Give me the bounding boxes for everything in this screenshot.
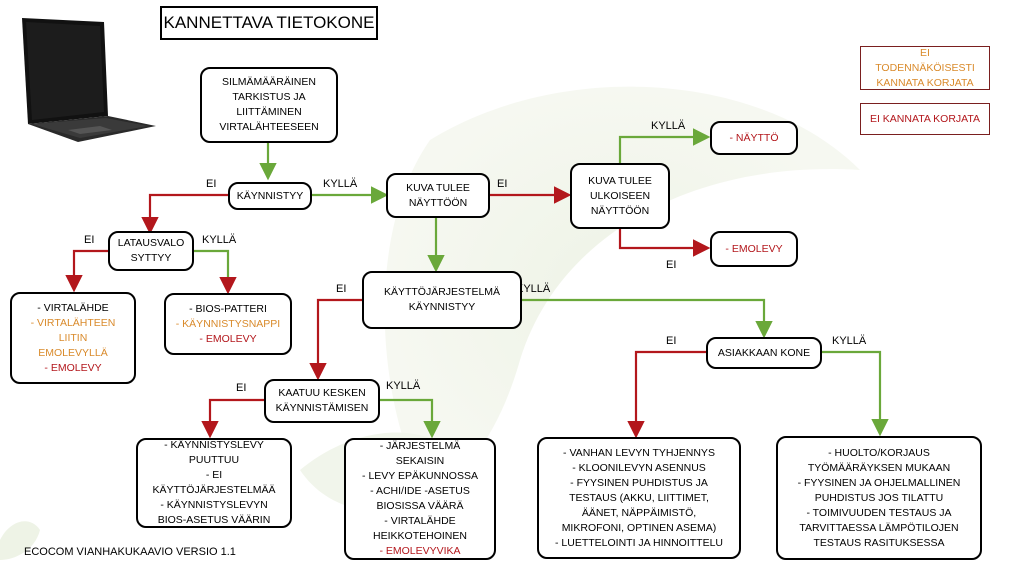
arrow-led-power: [65, 249, 108, 293]
arrow-crash-bootdisk: [201, 398, 264, 439]
node-text: KÄYTTÖJÄRJESTELMÄ KÄYNNISTYY: [383, 286, 501, 313]
node-service-steps: - HUOLTO/KORJAUS TYÖMÄÄRÄYKSEN MUKAAN - …: [776, 436, 982, 560]
label-yes: KYLLÄ: [386, 380, 421, 392]
arrow-crash-system: [380, 398, 441, 439]
list-item: - ACHI/IDE -ASETUS BIOSISSA VÄÄRÄ: [370, 485, 470, 512]
node-power-faults: - VIRTALÄHDE - VIRTALÄHTEEN LIITIN EMOLE…: [10, 292, 136, 384]
label-no: EI: [84, 234, 95, 246]
node-text: KUVA TULEE ULKOISEEN NÄYTTÖÖN: [588, 174, 652, 217]
node-text: KUVA TULEE NÄYTTÖÖN: [406, 181, 470, 209]
node-screen: - NÄYTTÖ: [710, 121, 798, 155]
node-text: KAATUU KESKEN KÄYNNISTÄMISEN: [275, 387, 369, 414]
list-item: - EMOLEVY: [199, 332, 257, 345]
footer-version: ECOCOM VIANHAKUKAAVIO VERSIO 1.1: [24, 546, 236, 558]
list-item: - EMOLEVYVIKA: [379, 545, 461, 557]
list-item: - BIOS-PATTERI: [189, 302, 267, 315]
label-no: EI: [666, 259, 677, 271]
list-item: - TOIMIVUUDEN TESTAUS JA TARVITTAESSA LÄ…: [799, 506, 959, 549]
node-customer-machine: ASIAKKAAN KONE: [706, 337, 822, 369]
list-item: - JÄRJESTELMÄ SEKAISIN: [379, 440, 461, 467]
page-title: KANNETTAVA TIETOKONE: [160, 6, 378, 40]
list-item: - KLOONILEVYN ASENNUS: [572, 461, 706, 474]
node-starts: KÄYNNISTYY: [228, 182, 312, 210]
laptop-image: [22, 18, 156, 142]
node-external-screen: KUVA TULEE ULKOISEEN NÄYTTÖÖN: [570, 163, 670, 229]
legend-orange: EI TODENNÄKÖISESTI KANNATA KORJATA: [860, 46, 990, 90]
list-item: - VANHAN LEVYN TYHJENNYS: [563, 446, 715, 459]
node-os-starts: KÄYTTÖJÄRJESTELMÄ KÄYNNISTYY: [362, 271, 522, 329]
node-motherboard-ext: - EMOLEVY: [710, 231, 798, 267]
label-yes: KYLLÄ: [651, 120, 686, 132]
list-item: - EI KÄYTTÖJÄRJESTELMÄÄ: [152, 469, 276, 496]
list-item: - FYYSINEN JA OHJELMALLINEN PUHDISTUS JO…: [797, 476, 961, 504]
label-yes: KYLLÄ: [832, 335, 867, 347]
node-bios-faults: - BIOS-PATTERI - KÄYNNISTYSNAPPI - EMOLE…: [164, 293, 292, 355]
node-text: - EMOLEVY: [725, 242, 783, 255]
label-no: EI: [497, 178, 508, 190]
label-no: EI: [336, 283, 347, 295]
list-item: - FYYSINEN PUHDISTUS JA TESTAUS (AKKU, L…: [561, 476, 717, 534]
node-text: SILMÄMÄÄRÄINEN TARKISTUS JA LIITTÄMINEN …: [219, 76, 319, 133]
node-refurbish-steps: - VANHAN LEVYN TYHJENNYS - KLOONILEVYN A…: [537, 437, 741, 559]
label-no: EI: [236, 382, 247, 394]
node-crash-on-boot: KAATUU KESKEN KÄYNNISTÄMISEN: [264, 379, 380, 423]
label-no: EI: [666, 335, 677, 347]
arrow-os-crash: [309, 298, 362, 381]
list-item: - KÄYNNISTYSLEVY PUUTTUU: [164, 439, 264, 466]
arrow-customer-refurb: [627, 350, 706, 439]
list-item: - VIRTALÄHDE: [37, 301, 109, 314]
legend-red: EI KANNATA KORJATA: [860, 103, 990, 135]
arrow-starts-led: [141, 193, 228, 235]
node-text: LATAUSVALO SYTTYY: [117, 237, 185, 264]
node-bootdisk-faults: - KÄYNNISTYSLEVY PUUTTUU - EI KÄYTTÖJÄRJ…: [136, 438, 292, 528]
label-yes: KYLLÄ: [323, 178, 358, 190]
arrow-external-screen: [618, 128, 711, 163]
list-item: - VIRTALÄHTEEN LIITIN EMOLEVYLLÄ: [30, 316, 116, 359]
label-yes: KYLLÄ: [516, 283, 551, 295]
list-item: - KÄYNNISTYSLEVYN BIOS-ASETUS VÄÄRIN: [157, 499, 271, 526]
list-item: - VIRTALÄHDE HEIKKOTEHOINEN: [373, 515, 467, 542]
node-system-faults: - JÄRJESTELMÄ SEKAISIN - LEVY EPÄKUNNOSS…: [344, 438, 496, 560]
list-item: - LUETTELOINTI JA HINNOITTELU: [554, 536, 724, 549]
list-item: - KÄYNNISTYSNAPPI: [175, 317, 281, 330]
node-charging-led: LATAUSVALO SYTTYY: [108, 231, 194, 271]
arrow-external-mobo: [618, 228, 711, 257]
node-text: KÄYNNISTYY: [236, 189, 304, 202]
arrow-os-customer: [522, 298, 773, 339]
list-item: - LEVY EPÄKUNNOSSA: [362, 470, 478, 482]
node-visual-check: SILMÄMÄÄRÄINEN TARKISTUS JA LIITTÄMINEN …: [200, 67, 338, 143]
label-no: EI: [206, 178, 217, 190]
list-item: - EMOLEVY: [44, 361, 102, 374]
node-image-on-screen: KUVA TULEE NÄYTTÖÖN: [386, 173, 490, 218]
label-yes: KYLLÄ: [202, 234, 237, 246]
arrow-led-bios: [194, 249, 237, 295]
arrow-customer-service: [822, 350, 889, 437]
node-text: ASIAKKAAN KONE: [717, 346, 811, 359]
node-text: - NÄYTTÖ: [729, 131, 779, 144]
list-item: - HUOLTO/KORJAUS TYÖMÄÄRÄYKSEN MUKAAN: [807, 446, 951, 474]
